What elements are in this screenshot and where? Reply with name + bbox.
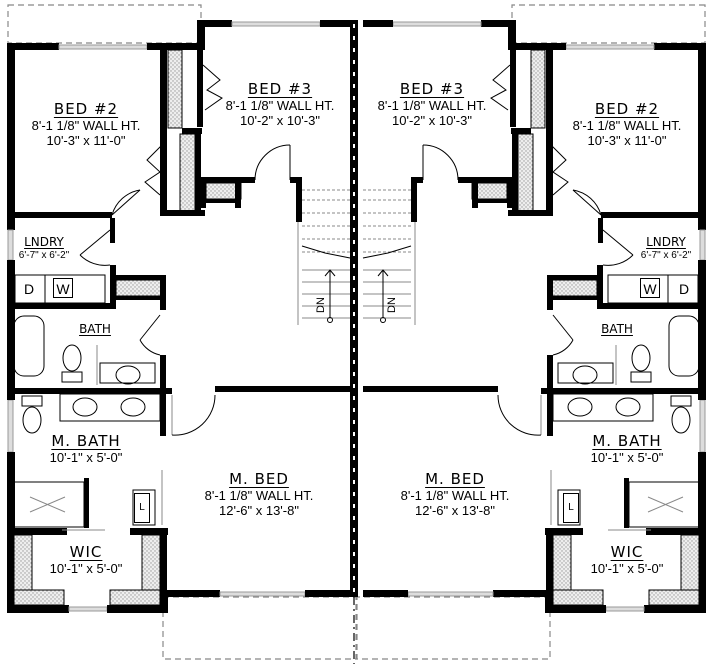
left-laundry-label: LNDRY 6'-7" x 6'-2": [19, 235, 69, 262]
room-dimensions: 10'-1" x 5'-0": [590, 561, 664, 576]
wall-height: 8'-1 1/8" WALL HT.: [400, 488, 510, 503]
room-name: BED #2: [53, 100, 119, 118]
room-dimensions: 10'-1" x 5'-0": [49, 450, 123, 465]
right-bed2-label: BED #2 8'-1 1/8" WALL HT. 10'-3" x 11'-0…: [573, 100, 682, 148]
right-wic-label: WIC 10'-1" x 5'-0": [591, 543, 664, 576]
left-bed2-label: BED #2 8'-1 1/8" WALL HT. 10'-3" x 11'-0…: [32, 100, 141, 148]
room-name: M. BATH: [592, 432, 662, 450]
room-dimensions: 10'-1" x 5'-0": [49, 561, 123, 576]
room-name: BED #3: [247, 80, 313, 98]
room-name: M. BATH: [51, 432, 121, 450]
room-name: BED #3: [399, 80, 465, 98]
room-dimensions: 10'-3" x 11'-0": [587, 133, 667, 148]
room-dimensions: 10'-2" x 10'-3": [392, 113, 472, 128]
stairs-down-label: DN: [386, 297, 398, 313]
wall-height: 8'-1 1/8" WALL HT.: [31, 118, 141, 133]
linen-closet-symbol: L: [134, 493, 150, 523]
dryer-symbol: D: [678, 281, 690, 297]
right-bath-label: BATH: [601, 322, 633, 337]
wall-height: 8'-1 1/8" WALL HT.: [377, 98, 487, 113]
room-name: WIC: [69, 543, 103, 561]
left-bed3-label: BED #3 8'-1 1/8" WALL HT. 10'-2" x 10'-3…: [226, 80, 335, 128]
room-dimensions: 10'-3" x 11'-0": [46, 133, 126, 148]
right-master-bed-label: M. BED 8'-1 1/8" WALL HT. 12'-6" x 13'-8…: [401, 470, 510, 518]
left-wic-label: WIC 10'-1" x 5'-0": [50, 543, 123, 576]
room-name: LNDRY: [24, 235, 64, 249]
left-bath-label: BATH: [79, 322, 111, 337]
wall-height: 8'-1 1/8" WALL HT.: [204, 488, 314, 503]
room-name: BATH: [601, 322, 633, 336]
right-master-bath-label: M. BATH 10'-1" x 5'-0": [591, 432, 664, 465]
room-name: LNDRY: [646, 235, 686, 249]
room-name: BED #2: [594, 100, 660, 118]
stairs-down-label: DN: [315, 297, 327, 313]
left-master-bed-label: M. BED 8'-1 1/8" WALL HT. 12'-6" x 13'-8…: [205, 470, 314, 518]
dryer-symbol: D: [23, 281, 35, 297]
room-dimensions: 6'-7" x 6'-2": [640, 250, 692, 261]
room-name: BATH: [79, 322, 111, 336]
wall-height: 8'-1 1/8" WALL HT.: [572, 118, 682, 133]
linen-closet-symbol: L: [563, 493, 579, 523]
room-name: M. BED: [229, 470, 289, 488]
room-dimensions: 10'-2" x 10'-3": [240, 113, 320, 128]
washer-symbol: W: [640, 278, 660, 298]
room-dimensions: 12'-6" x 13'-8": [415, 503, 495, 518]
room-dimensions: 6'-7" x 6'-2": [18, 250, 70, 261]
wall-height: 8'-1 1/8" WALL HT.: [225, 98, 335, 113]
left-master-bath-label: M. BATH 10'-1" x 5'-0": [50, 432, 123, 465]
room-name: WIC: [610, 543, 644, 561]
room-dimensions: 12'-6" x 13'-8": [219, 503, 299, 518]
room-name: M. BED: [425, 470, 485, 488]
washer-symbol: W: [53, 278, 73, 298]
right-laundry-label: LNDRY 6'-7" x 6'-2": [641, 235, 691, 262]
right-bed3-label: BED #3 8'-1 1/8" WALL HT. 10'-2" x 10'-3…: [378, 80, 487, 128]
room-dimensions: 10'-1" x 5'-0": [590, 450, 664, 465]
